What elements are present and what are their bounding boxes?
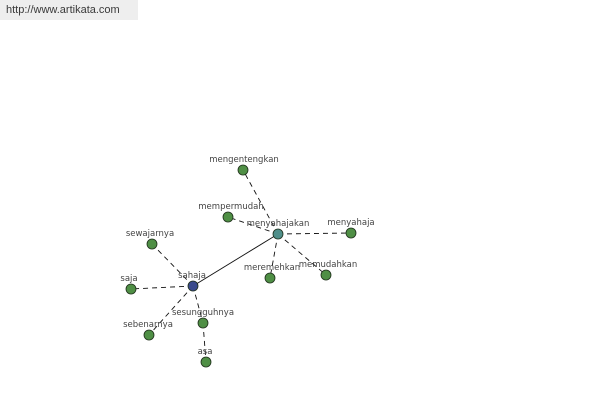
label-layer: sahaja menyahajakan mengentengkan mempermud… xyxy=(120,155,374,357)
node-mengentengkan[interactable] xyxy=(237,164,249,176)
node-meremehkan[interactable] xyxy=(264,272,276,284)
node-menyahaja[interactable] xyxy=(345,227,357,239)
edge-sahaja-menyahajakan xyxy=(192,233,279,287)
node-label-sesungguhnya: sesungguhnya xyxy=(172,308,234,318)
node-label-sahaja: sahaja xyxy=(178,271,206,281)
node-label-sewajarnya: sewajarnya xyxy=(126,229,174,239)
edge-menyahajakan-meremehkan xyxy=(269,233,279,279)
node-label-memudahkan: memudahkan xyxy=(299,260,358,270)
edge-menyahajakan-mengentengkan xyxy=(242,169,279,235)
node-label-saja: saja xyxy=(120,274,137,284)
node-mempermudah[interactable] xyxy=(222,211,234,223)
node-label-meremehkan: meremehkan xyxy=(244,263,300,273)
node-menyahajakan[interactable] xyxy=(272,228,284,240)
edge-menyahajakan-menyahaja xyxy=(277,232,352,235)
node-label-mengentengkan: mengentengkan xyxy=(209,155,279,165)
edge-sahaja-sebenarnya xyxy=(148,285,194,336)
node-label-asa: asa xyxy=(198,347,213,357)
edge-sahaja-sewajarnya xyxy=(151,243,194,287)
source-url[interactable]: http://www.artikata.com xyxy=(0,0,138,20)
node-layer xyxy=(125,164,357,368)
node-label-sebenarnya: sebenarnya xyxy=(123,320,173,330)
node-sesungguhnya[interactable] xyxy=(197,317,209,329)
edge-sahaja-sesungguhnya xyxy=(192,285,204,324)
edge-sesungguhnya-asa xyxy=(202,322,207,363)
edge-sahaja-saja xyxy=(130,285,194,290)
node-sebenarnya[interactable] xyxy=(143,329,155,341)
node-sewajarnya[interactable] xyxy=(146,238,158,250)
edge-menyahajakan-memudahkan xyxy=(277,233,327,276)
node-label-mempermudah: mempermudah xyxy=(198,202,263,212)
node-sahaja[interactable] xyxy=(187,280,199,292)
node-asa[interactable] xyxy=(200,356,212,368)
node-memudahkan[interactable] xyxy=(320,269,332,281)
edge-layer xyxy=(130,169,352,363)
node-label-menyahajakan: menyahajakan xyxy=(247,219,310,229)
node-label-menyahaja: menyahaja xyxy=(327,218,374,228)
node-saja[interactable] xyxy=(125,283,137,295)
